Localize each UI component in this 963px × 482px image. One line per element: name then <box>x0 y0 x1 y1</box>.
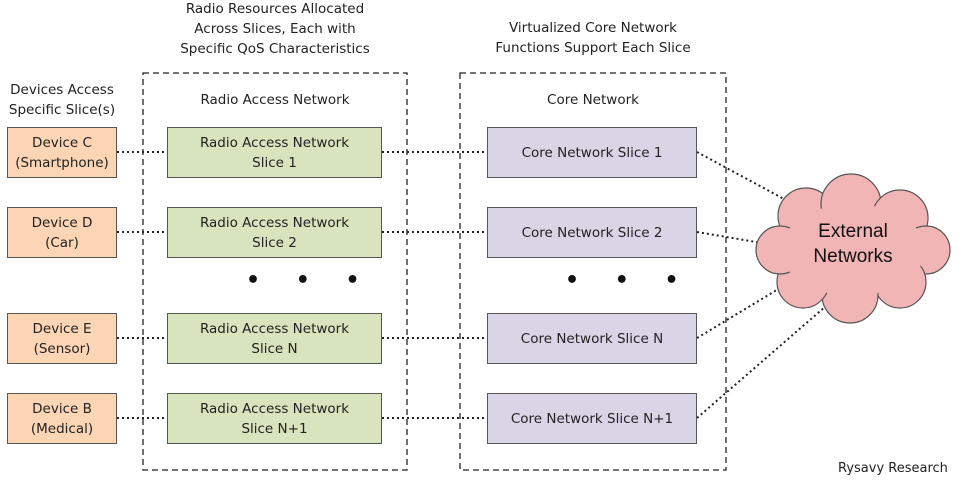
ran-ellipsis: • • • <box>246 268 374 293</box>
link-core-n-external <box>696 281 791 339</box>
radio-resources-heading: Radio Resources Allocated Across Slices,… <box>180 1 370 57</box>
external-networks-label: External Networks <box>813 221 893 267</box>
link-core-n1-external <box>696 305 827 419</box>
core-group-title: Core Network <box>547 92 639 108</box>
device-e-box[interactable]: Device E (Sensor) <box>7 313 117 364</box>
core-slice-2-box[interactable]: Core Network Slice 2 <box>487 207 697 258</box>
link-core-1-external <box>696 151 796 206</box>
ran-group-title: Radio Access Network <box>200 92 350 108</box>
devices-access-heading: Devices Access Specific Slice(s) <box>8 82 116 118</box>
ran-slice-1-box[interactable]: Radio Access Network Slice 1 <box>167 127 382 178</box>
core-ellipsis: • • • <box>565 268 693 293</box>
virtualized-core-heading: Virtualized Core Network Functions Suppo… <box>495 20 691 56</box>
credit-label: Rysavy Research <box>838 461 948 476</box>
ran-slice-n1-box[interactable]: Radio Access Network Slice N+1 <box>167 393 382 444</box>
device-b-box[interactable]: Device B (Medical) <box>7 393 117 444</box>
core-slice-n-box[interactable]: Core Network Slice N <box>487 313 697 364</box>
link-core-2-external <box>696 231 763 244</box>
ran-slice-n-box[interactable]: Radio Access Network Slice N <box>167 313 382 364</box>
core-slice-1-box[interactable]: Core Network Slice 1 <box>487 127 697 178</box>
core-slice-n1-box[interactable]: Core Network Slice N+1 <box>487 393 697 444</box>
core-group-border <box>459 72 727 471</box>
device-c-box[interactable]: Device C (Smartphone) <box>7 127 117 178</box>
device-d-box[interactable]: Device D (Car) <box>7 207 117 258</box>
ran-group-border <box>142 72 408 471</box>
ran-slice-2-box[interactable]: Radio Access Network Slice 2 <box>167 207 382 258</box>
